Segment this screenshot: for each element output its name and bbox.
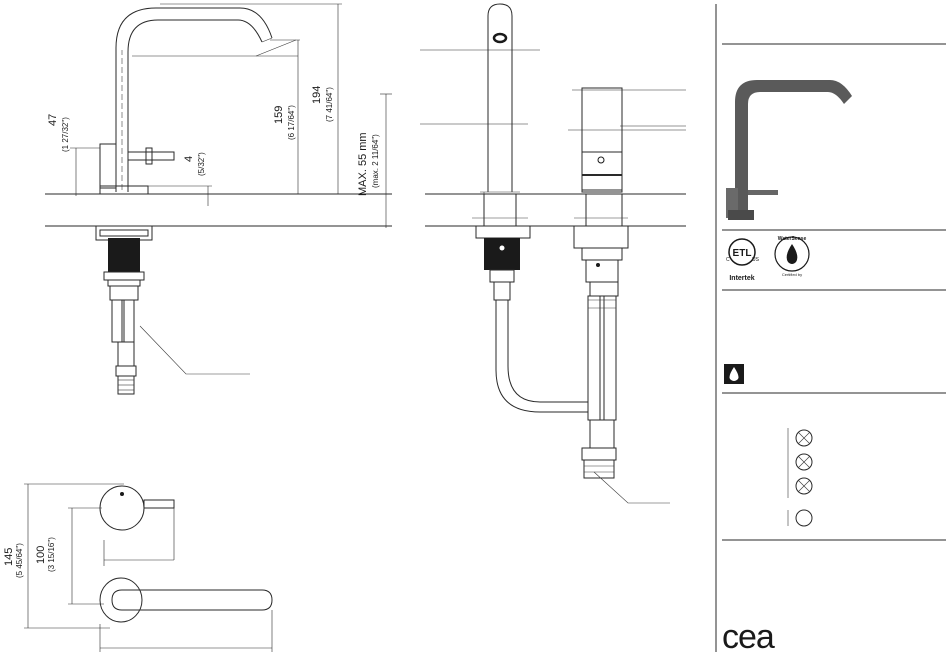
- leader-line-front: [594, 472, 670, 503]
- dim-100-inch: (3 15/16"): [47, 537, 56, 572]
- crossed-circle-icon: [796, 454, 812, 470]
- faucet-product-image: [726, 80, 852, 220]
- dim-194-inch: (7 41/64"): [325, 87, 334, 122]
- dim-47-inch: (1 27/32"): [61, 117, 70, 152]
- etl-mark: ETL: [733, 248, 752, 259]
- open-circle-icon: [796, 510, 812, 526]
- brand-logo: cea: [722, 618, 775, 655]
- dim-159-inch: (6 17/64"): [287, 105, 296, 140]
- dim-4-mm: 4: [183, 156, 195, 162]
- side-view-underbody: [96, 226, 152, 394]
- etl-us: US: [752, 257, 760, 263]
- dim-4-inch: (5/32"): [197, 152, 206, 176]
- dim-159-mm: 159: [273, 106, 285, 124]
- dim-100-mm: 100: [35, 546, 47, 564]
- front-view-faucet: [420, 4, 686, 194]
- dim-145-inch: (5 45/64"): [15, 543, 24, 578]
- water-drop-icon: [724, 364, 744, 384]
- dim-145-mm: 145: [3, 548, 15, 566]
- dim-max-inch: (max. 2 11/64"): [371, 134, 380, 188]
- dim-194-mm: 194: [311, 86, 323, 104]
- etl-intertek-logo: ETL C US Intertek: [726, 239, 760, 282]
- front-view-underbody: [476, 226, 628, 478]
- side-view-faucet: [100, 8, 272, 194]
- dim-47-mm: 47: [47, 114, 59, 126]
- dim-max-mm: MAX. 55 mm: [357, 132, 369, 196]
- crossed-circle-icon: [796, 430, 812, 446]
- watersense-sub: Certified by: [782, 272, 802, 277]
- watersense-text: WaterSense: [778, 236, 807, 242]
- crossed-circle-icon: [796, 478, 812, 494]
- etl-intertek-text: Intertek: [729, 275, 754, 282]
- top-view: [24, 484, 272, 652]
- etl-c: C: [726, 257, 730, 263]
- watersense-logo: WaterSense Certified by: [775, 236, 809, 277]
- leader-line-left: [140, 326, 250, 374]
